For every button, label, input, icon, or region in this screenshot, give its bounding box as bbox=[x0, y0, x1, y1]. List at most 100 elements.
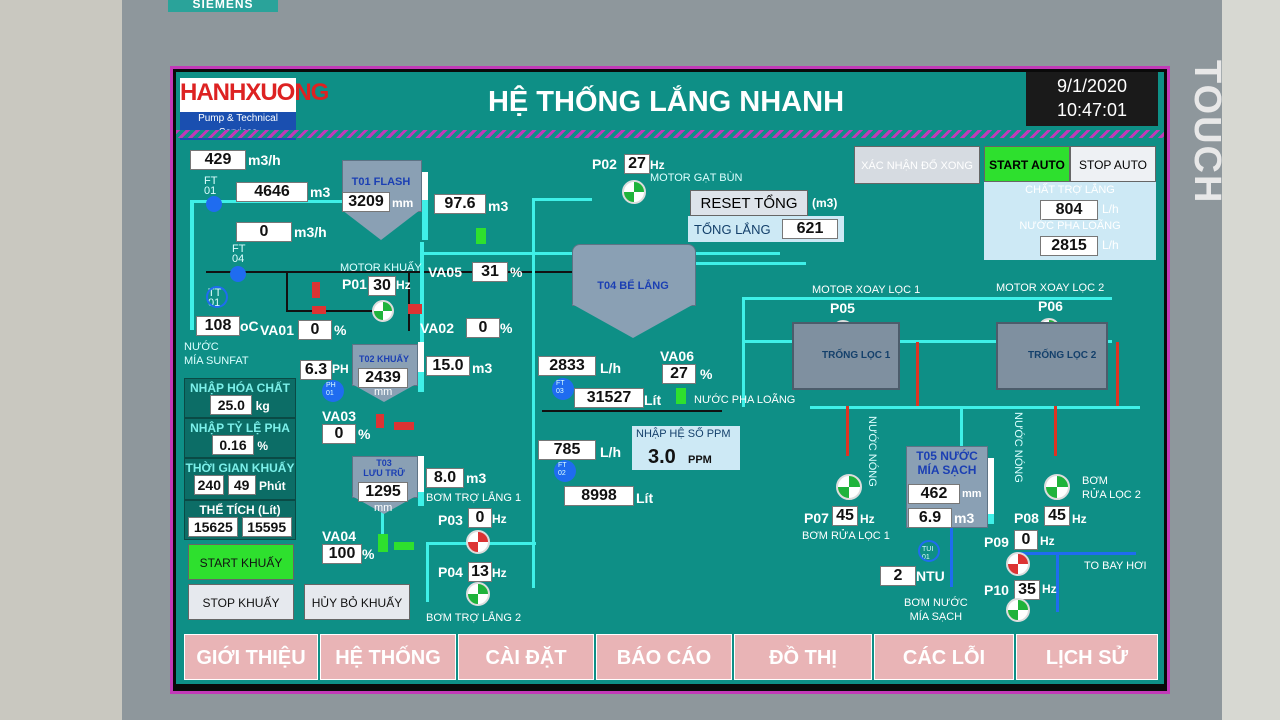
p03-pump-icon[interactable] bbox=[466, 530, 490, 554]
va04-value[interactable]: 100 bbox=[322, 544, 362, 564]
p01-motor-icon[interactable] bbox=[372, 300, 394, 322]
va01-valve-icon[interactable] bbox=[312, 282, 320, 298]
bezel-touch-label: TOUCH bbox=[1186, 60, 1228, 205]
pipe bbox=[1054, 406, 1057, 456]
p07-pump-icon[interactable] bbox=[836, 474, 862, 500]
nav-settings[interactable]: CÀI ĐẶT bbox=[458, 634, 594, 680]
p02-label: MOTOR GẠT BÙN bbox=[650, 172, 743, 184]
pipe bbox=[742, 340, 1112, 343]
ratio-input-label: NHẬP TỶ LỆ PHA bbox=[190, 421, 290, 435]
sunfat-label: NƯỚC MÍA SUNFAT bbox=[184, 341, 249, 367]
p04-pump-icon[interactable] bbox=[466, 582, 490, 606]
va04-valve-icon[interactable] bbox=[378, 534, 388, 552]
va02-unit: % bbox=[500, 320, 513, 336]
pipe bbox=[742, 297, 745, 407]
p03-hz[interactable]: 0 bbox=[468, 508, 492, 528]
nav-charts[interactable]: ĐỒ THỊ bbox=[734, 634, 872, 680]
drum-filter-2-label: TRỐNG LỌC 2 bbox=[1028, 350, 1097, 361]
p09-pump-icon[interactable] bbox=[1006, 552, 1030, 576]
p02-motor-icon[interactable] bbox=[622, 180, 646, 204]
p08-label: BƠM RỬA LỌC 2 bbox=[1082, 475, 1141, 501]
nav-introduction[interactable]: GIỚI THIỆU bbox=[184, 634, 318, 680]
ft02-icon bbox=[554, 460, 576, 482]
stop-auto-button[interactable]: STOP AUTO bbox=[1070, 146, 1156, 182]
p08-pump-icon[interactable] bbox=[1044, 474, 1070, 500]
t02-level-unit: mm bbox=[374, 386, 393, 398]
va06-label: NƯỚC PHA LOÃNG bbox=[694, 394, 796, 406]
stop-mix-button[interactable]: STOP KHUẤY bbox=[188, 584, 294, 620]
ppm-value[interactable]: 3.0 bbox=[648, 446, 676, 468]
flow-total-1: 4646 bbox=[236, 182, 308, 202]
start-mix-button[interactable]: START KHUẤY bbox=[188, 544, 294, 580]
chemical-value[interactable]: 804 bbox=[1040, 200, 1098, 220]
total-settling-box: TỔNG LẮNG 621 bbox=[688, 216, 844, 242]
hot-water-label-2: NƯỚC NÓNG bbox=[1012, 412, 1024, 483]
va06-valve-icon[interactable] bbox=[676, 388, 686, 404]
nav-system[interactable]: HỆ THỐNG bbox=[320, 634, 456, 680]
ratio-input-value[interactable]: 0.16 bbox=[211, 435, 254, 455]
ratio-input-box: NHẬP TỶ LỆ PHA 0.16 % bbox=[184, 418, 296, 458]
total-settling-value: 621 bbox=[782, 219, 838, 239]
flow-total-2-unit: m3/h bbox=[294, 224, 327, 240]
t04-tank bbox=[572, 244, 696, 306]
p03-name: P03 bbox=[438, 512, 463, 528]
nav-history[interactable]: LỊCH SỬ bbox=[1016, 634, 1158, 680]
va03-valve-icon[interactable] bbox=[376, 414, 384, 428]
ft01-icon bbox=[206, 196, 222, 212]
ft02-tag: FT 02 bbox=[558, 462, 567, 477]
t03-level: 1295 bbox=[358, 482, 408, 502]
pipe bbox=[696, 262, 806, 265]
va05-value[interactable]: 31 bbox=[472, 262, 508, 282]
ppm-box: NHẬP HỆ SỐ PPM 3.0 PPM bbox=[632, 426, 740, 470]
va03-value[interactable]: 0 bbox=[322, 424, 356, 444]
nav-reports[interactable]: BÁO CÁO bbox=[596, 634, 732, 680]
p03-label: BƠM TRỢ LẮNG 1 bbox=[426, 492, 522, 504]
pipe bbox=[1056, 552, 1059, 612]
mix-time-value-a[interactable]: 240 bbox=[194, 475, 225, 495]
ft02-total: 8998 bbox=[564, 486, 634, 506]
chemical-label: CHẤT TRỢ LẮNG bbox=[1025, 184, 1115, 196]
p09-hz[interactable]: 0 bbox=[1014, 530, 1038, 550]
va02-valve-icon[interactable] bbox=[408, 304, 422, 314]
drum-filter-2: TRỐNG LỌC 2 bbox=[996, 322, 1108, 390]
va01-value[interactable]: 0 bbox=[298, 320, 332, 340]
pipe bbox=[426, 542, 429, 602]
start-auto-button[interactable]: START AUTO bbox=[984, 146, 1070, 182]
va02-name: VA02 bbox=[420, 320, 454, 336]
p10-pump-icon[interactable] bbox=[1006, 598, 1030, 622]
nav-errors[interactable]: CÁC LỖI bbox=[874, 634, 1014, 680]
pipe bbox=[206, 271, 586, 273]
confirm-done-button[interactable]: XÁC NHẬN ĐỔ XONG bbox=[854, 146, 980, 184]
va03-actuator-icon bbox=[394, 422, 414, 430]
pipe bbox=[846, 406, 849, 456]
va05-valve-icon[interactable] bbox=[476, 228, 486, 244]
ft04-tag: FT 04 bbox=[232, 243, 246, 265]
flow-total-2: 0 bbox=[236, 222, 292, 242]
pipe bbox=[810, 406, 1140, 409]
va06-unit: % bbox=[700, 366, 713, 382]
p10-hz[interactable]: 35 bbox=[1014, 580, 1040, 600]
va02-value[interactable]: 0 bbox=[466, 318, 500, 338]
t01-level: 3209 bbox=[342, 192, 390, 212]
p07-hz[interactable]: 45 bbox=[832, 506, 858, 526]
chem-input-value[interactable]: 25.0 bbox=[210, 395, 253, 415]
va04-name: VA04 bbox=[322, 528, 356, 544]
cancel-mix-button[interactable]: HỦY BỎ KHUẤY bbox=[304, 584, 410, 620]
p06-motor-label: MOTOR XOAY LỌC 2 bbox=[996, 282, 1105, 294]
pipe bbox=[190, 200, 194, 330]
p05-motor-label: MOTOR XOAY LỌC 1 bbox=[812, 284, 921, 296]
t03-level-bar bbox=[418, 456, 424, 506]
va06-value[interactable]: 27 bbox=[662, 364, 696, 384]
p08-hz[interactable]: 45 bbox=[1044, 506, 1070, 526]
p02-hz[interactable]: 27 bbox=[624, 154, 650, 174]
t02-ph: 6.3 bbox=[300, 360, 332, 380]
pipe bbox=[960, 406, 963, 446]
clean-pump-label: BƠM NƯỚC MÍA SẠCH bbox=[904, 597, 968, 623]
p09-name: P09 bbox=[984, 534, 1009, 550]
dilution-value[interactable]: 2815 bbox=[1040, 236, 1098, 256]
pipe bbox=[742, 297, 1112, 300]
reset-total-button[interactable]: RESET TỔNG bbox=[690, 190, 808, 216]
wall-background bbox=[0, 0, 122, 720]
p04-hz[interactable]: 13 bbox=[468, 562, 492, 582]
p01-hz[interactable]: 30 bbox=[368, 276, 396, 296]
